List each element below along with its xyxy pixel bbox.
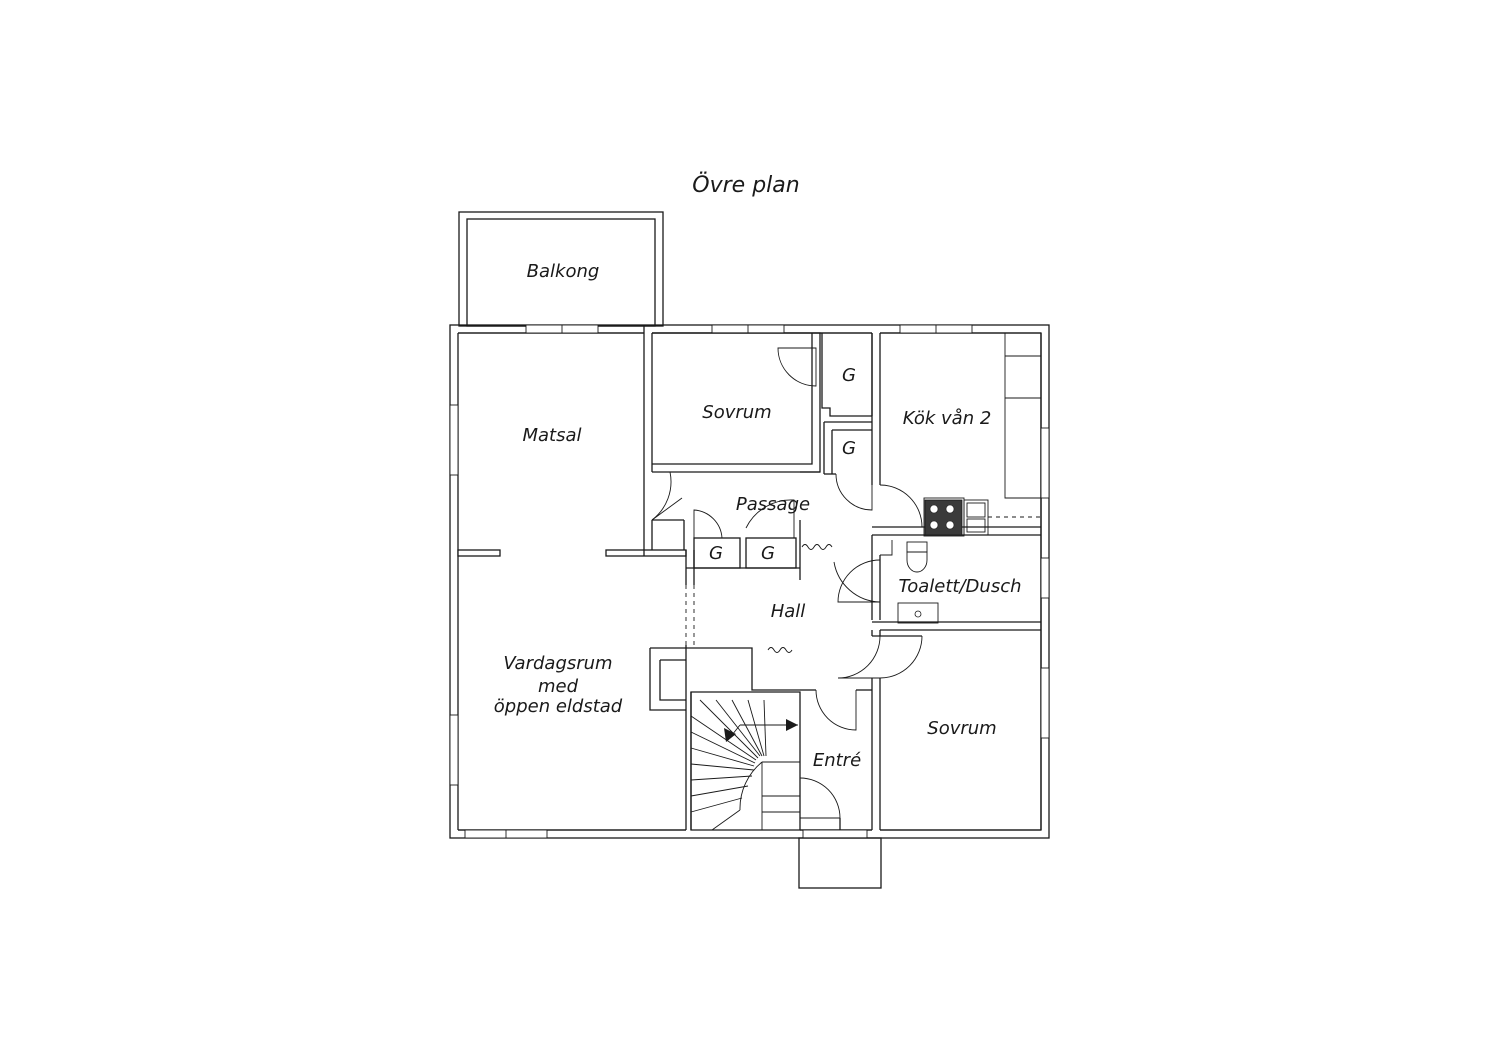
radiator-hall [767,647,793,653]
windows [449,324,1050,839]
label-kitchen: Kök vån 2 [903,408,992,429]
bathroom-walls [833,535,1041,631]
label-living-line1: Vardagsrum [503,653,612,674]
dining-living-walls [457,325,695,830]
label-entrance: Entré [813,750,861,771]
bedroom-south-walls [837,630,923,830]
label-bedroom-north: Sovrum [702,402,771,423]
label-hall: Hall [771,601,806,622]
entrance-walls [799,689,872,830]
radiator-passage [801,544,833,550]
room-labels: Balkong Matsal Sovrum Kök vån 2 Passage … [494,261,1022,771]
label-bedroom-south: Sovrum [927,718,996,739]
label-living-line2: med [538,676,579,697]
plan-title: Övre plan [692,172,799,198]
label-closet-2: G [842,438,856,459]
label-closet-3: G [709,543,723,564]
label-balcony: Balkong [527,261,600,282]
passage-closets [686,499,801,580]
label-living-line3: öppen eldstad [494,696,623,717]
label-bathroom: Toalett/Dusch [898,576,1021,597]
label-passage: Passage [736,494,810,515]
label-closet-4: G [761,543,775,564]
fireplace [649,647,800,711]
entrance-step [798,837,882,889]
label-dining: Matsal [522,425,581,446]
label-closet-1: G [842,365,856,386]
kitchen-walls [871,333,1041,537]
staircase [690,691,801,831]
